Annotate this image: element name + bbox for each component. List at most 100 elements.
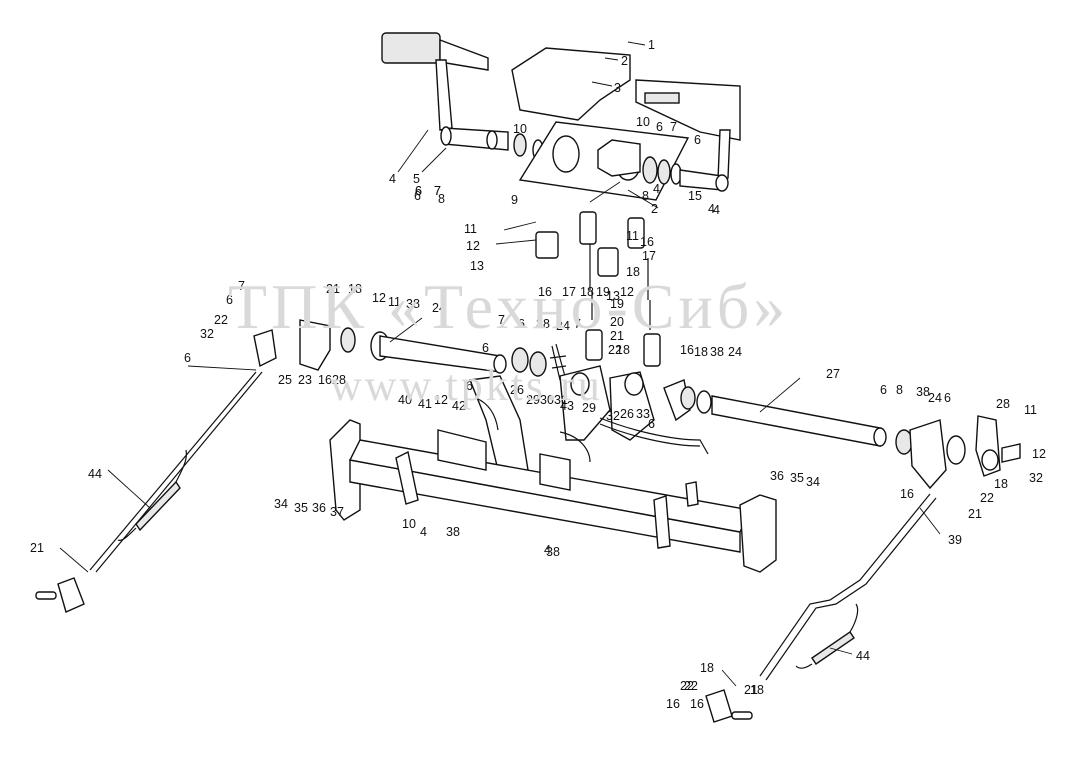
callout-label: 18: [616, 343, 630, 357]
callout-label: 18: [626, 265, 640, 279]
callout-label: 18: [694, 345, 708, 359]
callout-label: 36: [312, 501, 326, 515]
callout-label: 16: [900, 487, 914, 501]
callout-label: 28: [332, 373, 346, 387]
callout-label: 3: [614, 81, 621, 95]
callout-label: 16: [318, 373, 332, 387]
callout-label: 39: [948, 533, 962, 547]
callout-label: 11: [464, 222, 477, 236]
callout-label: 5: [413, 172, 420, 186]
callout-label: 33: [636, 407, 650, 421]
callout-label: 24: [728, 345, 742, 359]
callout-label: 12: [1032, 447, 1046, 461]
callout-label: 16: [680, 343, 694, 357]
callout-label: 22: [214, 313, 228, 327]
callout-label: 26: [510, 383, 524, 397]
callout-label: 22: [608, 343, 622, 357]
callout-label: 21: [610, 329, 624, 343]
callout-label: 21: [968, 507, 982, 521]
right-shaft: [663, 379, 1021, 490]
top-mounting-plate: [518, 121, 729, 201]
callout-label: 6: [184, 351, 191, 365]
callout-label: 11: [388, 295, 401, 309]
callout-label: 4: [653, 182, 660, 196]
callout-label: 10: [402, 517, 416, 531]
callout-label: 18: [750, 683, 764, 697]
callout-label: 16: [538, 285, 552, 299]
callout-label: 32: [200, 327, 214, 341]
callout-label: 6: [226, 293, 233, 307]
callout-label: 22: [684, 679, 698, 693]
callout-label: 38: [446, 525, 460, 539]
callout-label: 6: [648, 417, 655, 431]
callout-label: 6: [518, 317, 525, 331]
callout-label: 17: [562, 285, 576, 299]
callout-label: 43: [560, 399, 574, 413]
callout-label: 42: [452, 399, 466, 413]
callout-label: 32: [1029, 471, 1043, 485]
callout-label: 32: [606, 409, 620, 423]
callout-label: 8: [642, 189, 649, 203]
callout-label: 13: [470, 259, 484, 273]
callout-label: 24: [928, 391, 942, 405]
callout-label: 41: [418, 397, 432, 411]
callout-label: 11: [1024, 403, 1037, 417]
callout-label: 27: [826, 367, 840, 381]
callout-label: 6: [414, 189, 421, 203]
callout-label: 12: [466, 239, 480, 253]
callout-label: 36: [770, 469, 784, 483]
callout-label: 1: [648, 38, 655, 52]
callout-label: 17: [642, 249, 656, 263]
callout-label: 12: [434, 393, 448, 407]
callout-label: 24: [432, 301, 446, 315]
callout-label: 2: [651, 202, 658, 216]
callout-label: 2: [621, 54, 628, 68]
callout-label: 12: [372, 291, 386, 305]
callout-label: 13: [606, 289, 620, 303]
callout-label: 7: [434, 184, 441, 198]
callout-label: 22: [680, 679, 694, 693]
callout-label: 38: [916, 385, 930, 399]
callout-label: 44: [856, 649, 870, 663]
callout-label: 4: [420, 525, 427, 539]
callout-label: 4: [708, 202, 715, 216]
pedal-arm: [381, 32, 489, 131]
callout-label: 21: [744, 683, 758, 697]
callout-label: 7: [498, 313, 505, 327]
callout-label: 7: [574, 317, 581, 331]
callout-label: 31: [554, 393, 568, 407]
linkage-center: [535, 211, 661, 367]
callout-label: 21: [30, 541, 44, 555]
callout-label: 22: [980, 491, 994, 505]
callout-label: 8: [438, 192, 445, 206]
callout-label: 16: [690, 697, 704, 711]
callout-label: 6: [944, 391, 951, 405]
callout-label: 34: [806, 475, 820, 489]
callout-label: 38: [546, 545, 560, 559]
callout-label: 35: [294, 501, 308, 515]
callout-label: 25: [278, 373, 292, 387]
callout-label: 6: [466, 379, 473, 393]
callout-label: 6: [656, 120, 663, 134]
callout-label: 10: [636, 115, 650, 129]
callout-label: 18: [348, 282, 362, 296]
callout-label: 6: [482, 341, 489, 355]
callout-label: 20: [610, 315, 624, 329]
callout-label: 37: [330, 505, 344, 519]
cover-housing: [511, 47, 741, 181]
right-rod-assembly: [705, 493, 937, 723]
top-shaft: [440, 126, 544, 161]
leader-lines: [59, 41, 941, 687]
callout-label: 12: [620, 285, 634, 299]
callout-label: 6: [694, 133, 701, 147]
callout-label: 34: [274, 497, 288, 511]
callout-label: 11: [626, 229, 639, 243]
callout-label: 29: [582, 401, 596, 415]
callout-label: 29: [526, 393, 540, 407]
callout-label: 4: [544, 543, 551, 557]
left-rod-assembly: [35, 329, 277, 613]
callout-label: 7: [434, 184, 441, 198]
callout-label: 6: [415, 184, 422, 198]
